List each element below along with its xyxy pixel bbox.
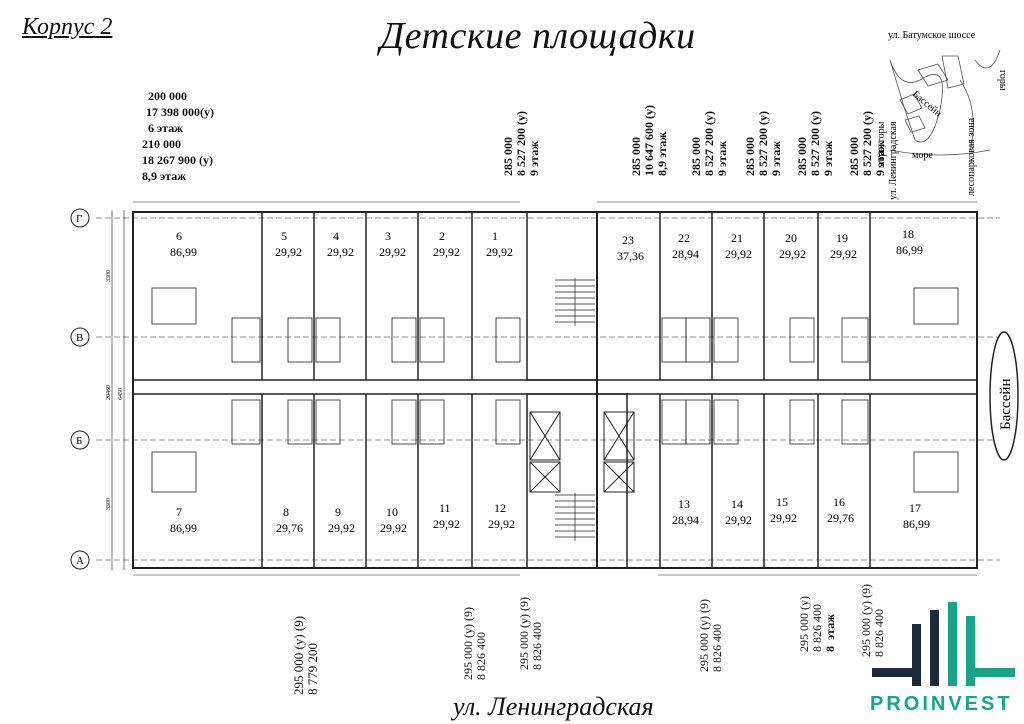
map-street: ул. Ленинградская <box>888 121 899 200</box>
apt-number: 18 <box>902 227 914 241</box>
apt-area: 29,76 <box>827 511 854 525</box>
axis-label: Б <box>76 435 82 447</box>
apt-number: 5 <box>281 229 287 243</box>
page-title: Детские площадки <box>380 15 696 57</box>
apt-number: 20 <box>785 231 797 245</box>
apt-area: 29,92 <box>327 245 354 259</box>
apt-number: 10 <box>386 505 398 519</box>
apt-area: 37,36 <box>617 249 644 263</box>
map-road: ул. Батумское шоссе <box>888 30 976 41</box>
axis-label: Г <box>76 213 82 225</box>
apt-number: 1 <box>492 229 498 243</box>
apt-area: 86,99 <box>170 245 197 259</box>
apt-area: 28,94 <box>672 247 699 261</box>
apt-number: 12 <box>494 501 506 515</box>
apt-number: 17 <box>909 501 921 515</box>
apt-area: 29,92 <box>725 247 752 261</box>
price-line: 8,9 этаж <box>142 169 186 183</box>
logo-name: PROINVEST <box>870 693 1013 715</box>
apt-number: 21 <box>731 231 743 245</box>
apt-number: 19 <box>836 231 848 245</box>
map-sea: море <box>912 150 933 161</box>
apt-number: 14 <box>731 497 743 511</box>
axis-label: В <box>76 332 83 344</box>
apt-number: 6 <box>176 229 182 243</box>
dimension-text: 6450 <box>118 388 124 400</box>
apt-area: 86,99 <box>896 243 923 257</box>
price-line: 17 398 000(у) <box>146 105 214 119</box>
apt-number: 16 <box>833 495 845 509</box>
apt-area: 29,92 <box>433 517 460 531</box>
apt-area: 29,92 <box>830 247 857 261</box>
dimension-text: 20460 <box>106 385 112 400</box>
apt-number: 7 <box>176 505 182 519</box>
pool-shape <box>989 331 1019 461</box>
apt-area: 29,92 <box>433 245 460 259</box>
apt-area: 28,94 <box>672 513 699 527</box>
proinvest-logo <box>872 602 1015 686</box>
apt-number: 3 <box>385 229 391 243</box>
apt-area: 29,92 <box>328 521 355 535</box>
apt-area: 29,76 <box>276 521 303 535</box>
map-pool: Бассейн <box>910 89 944 120</box>
price-line: 200 000 <box>148 89 187 103</box>
apt-number: 13 <box>678 497 690 511</box>
site-map <box>889 49 1001 156</box>
apt-area: 86,99 <box>903 517 930 531</box>
price-line: 6 этаж <box>148 121 183 135</box>
apt-area: 29,92 <box>275 245 302 259</box>
price-line: 18 267 900 (у) <box>142 153 213 167</box>
apt-number: 4 <box>333 229 339 243</box>
axis-label: А <box>76 555 84 567</box>
map-park: лесопарковая зона <box>966 117 977 196</box>
apt-area: 29,92 <box>770 511 797 525</box>
price-line: 210 000 <box>142 137 181 151</box>
apt-number: 11 <box>439 501 451 515</box>
map-mountains: горы <box>997 70 1008 91</box>
apt-number: 22 <box>678 231 690 245</box>
apt-area: 29,92 <box>380 521 407 535</box>
apt-number: 23 <box>622 233 634 247</box>
apt-number: 2 <box>439 229 445 243</box>
street-label: ул. Ленинградская <box>453 692 654 721</box>
apt-number: 15 <box>776 495 788 509</box>
apt-area: 29,92 <box>725 513 752 527</box>
apt-area: 86,99 <box>170 521 197 535</box>
apt-number: 8 <box>283 505 289 519</box>
pool-label: Бассейн <box>998 379 1014 430</box>
apt-area: 29,92 <box>486 245 513 259</box>
dimension-text: 3300 <box>106 498 112 510</box>
map-sea-mountains: море, горы <box>876 121 887 168</box>
apt-area: 29,92 <box>379 245 406 259</box>
dimension-text: 3300 <box>106 270 112 282</box>
apt-number: 9 <box>335 505 341 519</box>
apt-area: 29,92 <box>488 517 515 531</box>
korpus-label: Корпус 2 <box>22 14 113 40</box>
apt-area: 29,92 <box>779 247 806 261</box>
price-block: 200 000 17 398 000(у) 6 этаж 210 000 18 … <box>142 88 214 184</box>
